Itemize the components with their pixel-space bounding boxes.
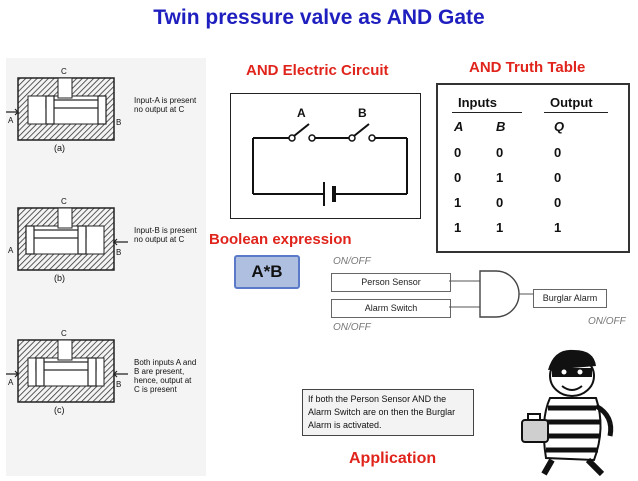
- switch-a-label: A: [297, 106, 306, 120]
- truth-table-cell: 1: [496, 170, 504, 185]
- electric-circuit-heading: AND Electric Circuit: [246, 62, 389, 79]
- application-heading: Application: [349, 450, 437, 467]
- truth-table-cell: 0: [554, 170, 562, 185]
- inputs-header: Inputs: [458, 95, 497, 110]
- truth-table-cell: 0: [454, 145, 462, 160]
- valve-note: Input-A is present no output at C: [134, 96, 197, 114]
- valve-port-b-label: B: [116, 118, 122, 127]
- truth-table-cell: 0: [454, 170, 462, 185]
- output-header: Output: [550, 95, 593, 110]
- electric-circuit-diagram: A B: [230, 93, 421, 219]
- truth-table-cell: 0: [554, 195, 562, 210]
- valve-diagrams: [6, 77, 128, 403]
- switch-b-label: B: [358, 106, 367, 120]
- valve-caption: (a): [54, 143, 65, 153]
- inputs-underline: [452, 112, 522, 113]
- alarm-switch-box: Alarm Switch: [331, 299, 451, 318]
- valve-port-c-label: C: [61, 197, 67, 206]
- and-gate-symbol: [449, 270, 533, 318]
- truth-table-cell: 1: [554, 220, 562, 235]
- boolean-heading: Boolean expression: [209, 231, 352, 248]
- on-off-top-label: ON/OFF: [333, 256, 371, 267]
- on-off-right-label: ON/OFF: [588, 316, 626, 327]
- valve-port-c-label: C: [61, 67, 67, 76]
- truth-table-cell: 0: [496, 145, 504, 160]
- valve-note: Input-B is present no output at C: [134, 226, 197, 244]
- burglar-alarm-box: Burglar Alarm: [533, 289, 607, 308]
- circuit-svg: [252, 123, 408, 206]
- page-title: Twin pressure valve as AND Gate: [153, 6, 485, 29]
- valve-caption: (c): [54, 405, 65, 415]
- truth-table-cell: 1: [496, 220, 504, 235]
- truth-table-cell: 1: [454, 195, 462, 210]
- twin-pressure-valve-panel: [6, 58, 206, 476]
- valve-port-a-label: A: [8, 116, 14, 125]
- col-b: B: [496, 119, 506, 134]
- valve-caption: (b): [54, 273, 65, 283]
- valve-port-a-label: A: [8, 246, 14, 255]
- valve-port-b-label: B: [116, 380, 122, 389]
- application-note: If both the Person Sensor AND the Alarm …: [302, 389, 474, 436]
- valve-port-c-label: C: [61, 329, 67, 338]
- valve-port-b-label: B: [116, 248, 122, 257]
- output-underline: [544, 112, 608, 113]
- valve-port-a-label: A: [8, 378, 14, 387]
- truth-table-cell: 1: [454, 220, 462, 235]
- col-q: Q: [554, 119, 565, 134]
- on-off-bottom-label: ON/OFF: [333, 322, 371, 333]
- col-a: A: [454, 119, 464, 134]
- truth-table-cell: 0: [554, 145, 562, 160]
- person-sensor-box: Person Sensor: [331, 273, 451, 292]
- truth-table: Inputs Output A B Q 0 0 0 0 1 0 1 0 0 1 1 1: [436, 83, 630, 253]
- valve-note: Both inputs A and B are present, hence, …: [134, 358, 197, 394]
- truth-table-cell: 0: [496, 195, 504, 210]
- boolean-expression: A*B: [234, 255, 300, 289]
- truth-table-heading: AND Truth Table: [469, 59, 586, 76]
- burglar-cartoon: [521, 349, 614, 476]
